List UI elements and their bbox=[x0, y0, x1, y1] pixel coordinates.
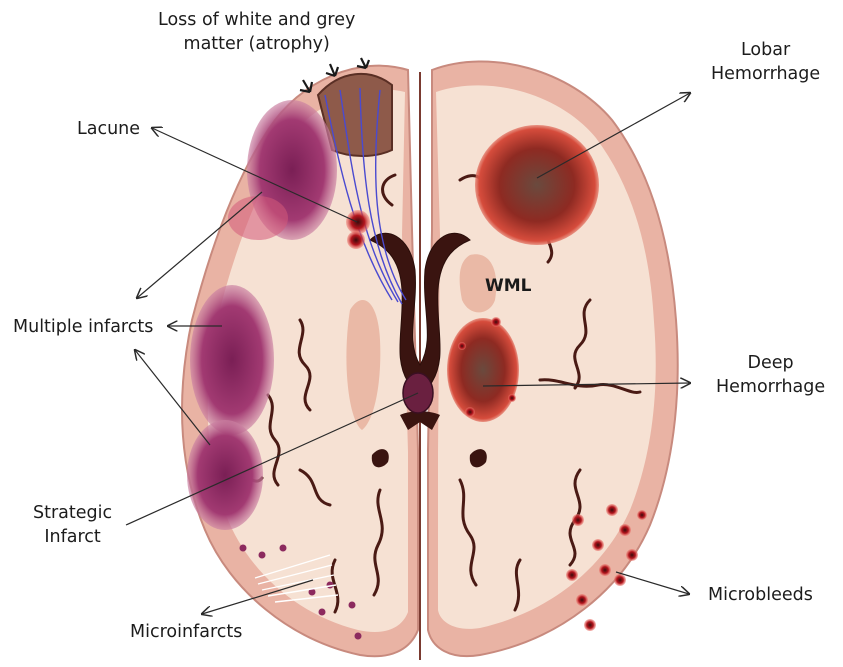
deep-hemorrhage-lesion bbox=[447, 318, 519, 422]
brain-section bbox=[182, 58, 678, 660]
multiple-infarcts-label: Multiple infarcts bbox=[13, 315, 153, 339]
lobar-hemorrhage-lesion bbox=[475, 125, 599, 245]
atrophy-label: Loss of white and grey matter (atrophy) bbox=[158, 8, 355, 56]
microinfarcts-label: Microinfarcts bbox=[130, 620, 242, 644]
lobar-hemorrhage-label: Lobar Hemorrhage bbox=[711, 38, 820, 86]
strategic-infarct-label: Strategic Infarct bbox=[33, 501, 112, 549]
wml-label: WML bbox=[485, 276, 532, 296]
microbleeds-label: Microbleeds bbox=[708, 583, 813, 607]
deep-hemorrhage-label: Deep Hemorrhage bbox=[716, 351, 825, 399]
lacune-label: Lacune bbox=[77, 117, 140, 141]
microbleeds-arrow bbox=[616, 572, 689, 594]
